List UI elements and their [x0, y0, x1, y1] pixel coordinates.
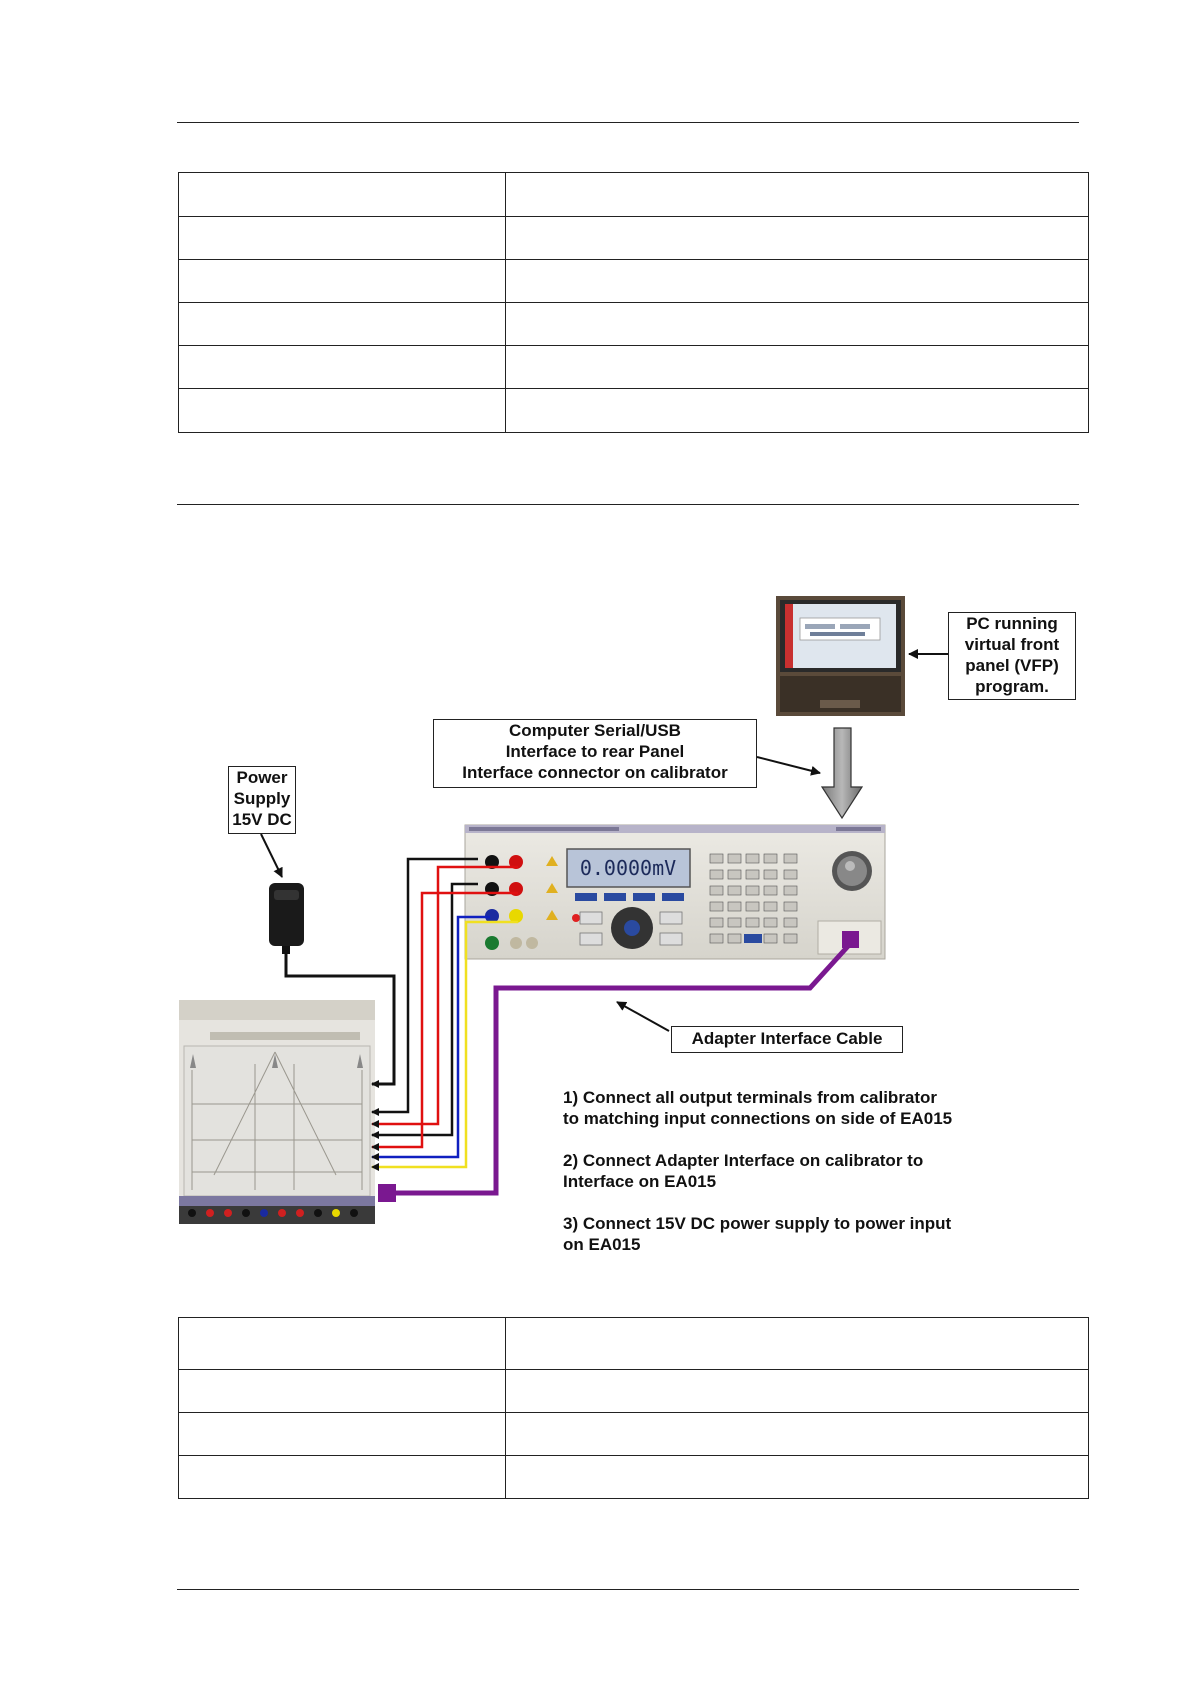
lead-red-1 — [371, 865, 518, 1128]
table-row — [178, 1412, 1089, 1456]
ea015-image — [179, 1000, 375, 1224]
table-row — [178, 259, 1089, 303]
table-cell — [505, 1455, 1089, 1499]
power-pointer-arrow — [260, 833, 283, 878]
table-cell — [178, 1455, 506, 1499]
power-label-line: Power — [236, 768, 288, 787]
table-cell — [505, 388, 1089, 433]
table-cell — [178, 1369, 506, 1413]
adapter-cable-label-text: Adapter Interface Cable — [691, 1029, 883, 1048]
step-line: Interface on EA015 — [563, 1172, 717, 1191]
table-cell — [505, 1412, 1089, 1456]
power-label: Power Supply 15V DC — [228, 766, 296, 834]
pc-label-line: virtual front — [964, 635, 1060, 654]
table-cell — [178, 216, 506, 260]
connection-steps: 1) Connect all output terminals from cal… — [563, 1087, 1033, 1276]
serial-link-arrow — [820, 727, 864, 820]
table-cell — [505, 259, 1089, 303]
table-row — [178, 388, 1089, 433]
power-label-line: Supply — [233, 789, 291, 808]
lead-black-2 — [371, 882, 478, 1139]
power-cable — [284, 954, 396, 1088]
table-cell — [505, 1369, 1089, 1413]
lower-table — [178, 1317, 1089, 1499]
pc-label-line: PC running — [966, 614, 1058, 633]
step-line: 3) Connect 15V DC power supply to power … — [563, 1214, 952, 1233]
calibrator-display: 0.0000mV — [580, 856, 676, 880]
laptop-image — [776, 596, 905, 716]
table-cell — [178, 259, 506, 303]
table-row — [178, 1369, 1089, 1413]
interface-label-line: Interface connector on calibrator — [462, 763, 728, 782]
table-cell — [178, 302, 506, 346]
adapter-interface-cable — [384, 942, 852, 1196]
table-row — [178, 302, 1089, 346]
header-rule — [177, 122, 1079, 123]
table-cell — [505, 1317, 1089, 1370]
step-2: 2) Connect Adapter Interface on calibrat… — [563, 1150, 1033, 1192]
step-1: 1) Connect all output terminals from cal… — [563, 1087, 1033, 1129]
step-3: 3) Connect 15V DC power supply to power … — [563, 1213, 1033, 1255]
pc-label: PC running virtual front panel (VFP) pro… — [948, 612, 1076, 700]
table-cell — [178, 172, 506, 217]
lead-black-1 — [371, 857, 478, 1116]
step-line: on EA015 — [563, 1235, 641, 1254]
calibrator-image: 0.0000mV — [464, 824, 886, 960]
upper-table — [178, 172, 1089, 433]
table-row — [178, 1317, 1089, 1370]
lead-blue — [371, 915, 490, 1161]
table-cell — [178, 345, 506, 389]
pc-label-line: panel (VFP) — [965, 656, 1059, 675]
lead-yellow — [371, 920, 518, 1171]
step-line: to matching input connections on side of… — [563, 1109, 953, 1128]
adapter-pointer-arrow — [616, 1001, 670, 1032]
lead-red-2 — [371, 891, 518, 1151]
footer-rule — [177, 1589, 1079, 1590]
interface-label: Computer Serial/USB Interface to rear Pa… — [433, 719, 757, 788]
interface-pointer-arrow — [756, 756, 821, 776]
ea015-adapter-port — [378, 1184, 396, 1202]
table-row — [178, 1455, 1089, 1499]
step-line: 2) Connect Adapter Interface on calibrat… — [563, 1151, 924, 1170]
pc-label-line: program. — [975, 677, 1049, 696]
step-line: 1) Connect all output terminals from cal… — [563, 1088, 938, 1107]
section-rule — [177, 504, 1079, 505]
calibrator-adapter-port — [842, 931, 859, 948]
interface-label-line: Computer Serial/USB — [509, 721, 681, 740]
table-row — [178, 216, 1089, 260]
table-row — [178, 172, 1089, 217]
power-supply-image — [269, 883, 304, 954]
power-label-line: 15V DC — [232, 810, 292, 829]
adapter-cable-label: Adapter Interface Cable — [671, 1026, 903, 1053]
table-cell — [178, 388, 506, 433]
interface-label-line: Interface to rear Panel — [505, 742, 685, 761]
